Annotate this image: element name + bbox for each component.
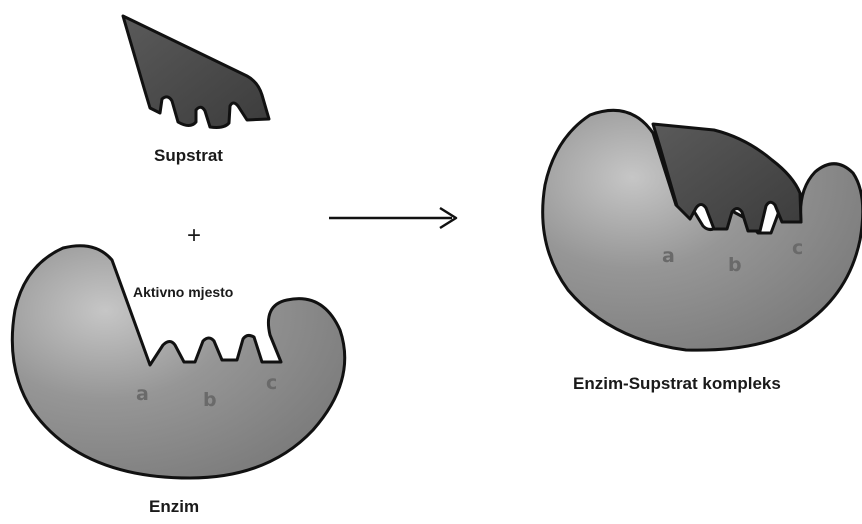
enzyme-site-a: a xyxy=(136,383,149,405)
reaction-arrow xyxy=(329,208,456,228)
enzyme-site-b: b xyxy=(203,389,217,411)
enzyme-shape xyxy=(12,246,344,478)
complex-site-a: a xyxy=(662,245,675,267)
substrate-label: Supstrat xyxy=(154,146,223,166)
enzyme-label: Enzim xyxy=(149,497,199,517)
plus-sign: + xyxy=(187,222,201,250)
complex-site-b: b xyxy=(728,254,742,276)
substrate-shape xyxy=(123,16,269,128)
active-site-label: Aktivno mjesto xyxy=(133,284,233,300)
enzyme-site-c: c xyxy=(266,372,277,394)
complex-label: Enzim-Supstrat kompleks xyxy=(573,374,781,394)
complex-site-c: c xyxy=(792,237,803,259)
